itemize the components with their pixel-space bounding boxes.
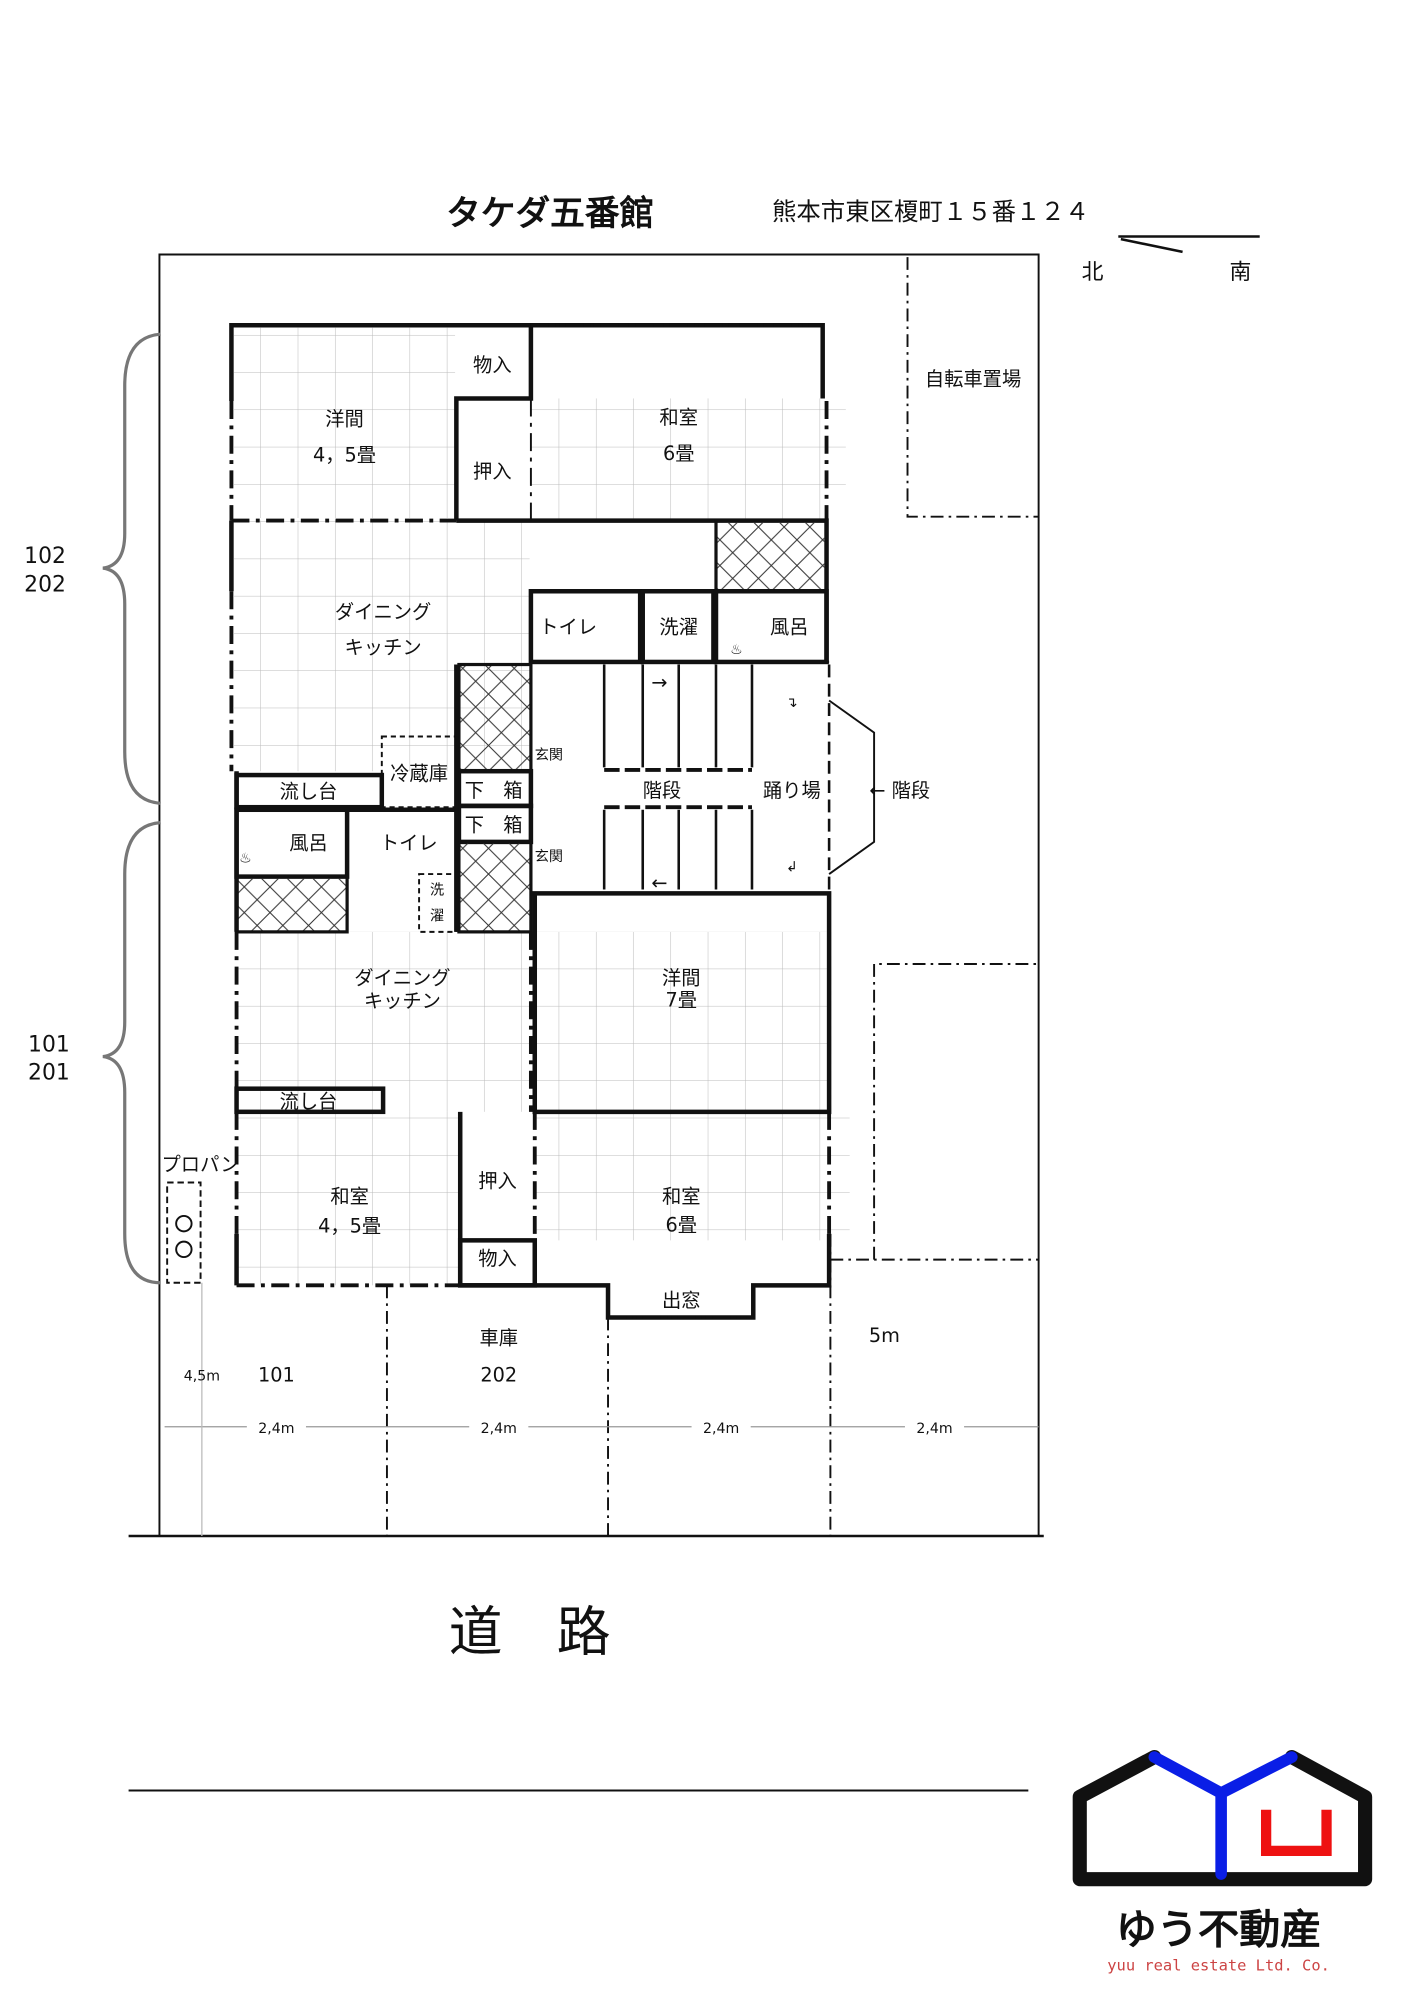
room-monoire-top: 物入 [473, 353, 512, 376]
unit-lower-1: 101 [28, 1032, 70, 1057]
room-dk-bottom-1: ダイニング [354, 967, 450, 990]
depth-right: 5m [869, 1324, 900, 1347]
compass-south: 南 [1229, 260, 1251, 285]
bike-parking-area [906, 257, 1039, 518]
propane-tank-icon [175, 1214, 193, 1233]
width-4: 2,4m [916, 1421, 952, 1437]
stairs-label: 階段 [643, 779, 682, 802]
room-washitsu-6-bottom-size: 6畳 [666, 1213, 698, 1236]
fridge: 冷蔵庫 [390, 762, 448, 785]
shoebox-2: 下 箱 [465, 814, 523, 837]
unit-lower-2: 201 [28, 1061, 70, 1086]
room-genkan-top: 玄関 [535, 747, 563, 764]
width-labels: 2,4m 2,4m 2,4m 2,4m [246, 1413, 965, 1437]
room-monoire-bottom: 物入 [478, 1247, 517, 1270]
compass-north: 北 [1082, 260, 1104, 285]
stair-return-icon: ↲ [786, 859, 798, 875]
room-dk-top-1: ダイニング [335, 600, 431, 623]
unit-upper-2: 202 [24, 572, 66, 597]
hatched-area-bottom [234, 875, 349, 934]
sink-top: 流し台 [280, 780, 338, 803]
site-boundary [158, 253, 1040, 1536]
room-laundry-bottom-1: 洗 [430, 883, 444, 899]
room-bath-bottom: 風呂 [289, 832, 328, 855]
stair-arrow-right-icon: → [651, 671, 667, 694]
hatched-area [714, 518, 829, 593]
outside-stairs [828, 699, 876, 875]
room-washitsu-45-name: 和室 [330, 1185, 369, 1208]
depth-left: 4,5m [184, 1368, 220, 1384]
room-washitsu-6-bottom-name: 和室 [662, 1185, 701, 1208]
garage-label: 車庫 [480, 1326, 519, 1349]
company-logo: ゆう不動産 yuu real estate Ltd. Co. [1072, 1750, 1373, 1974]
logo-name: ゆう不動産 [1116, 1905, 1322, 1953]
parking-101: 101 [258, 1364, 295, 1387]
room-dk-bottom-2: キッチン [364, 990, 441, 1013]
genkan-top-floor [457, 662, 533, 773]
stair-arrow-left-icon: ← [651, 871, 667, 894]
room-youma-45-size: 4，5畳 [313, 443, 376, 466]
north-arrow-icon [1118, 235, 1260, 254]
width-3: 2,4m [703, 1421, 739, 1437]
room-washitsu-45-size: 4，5畳 [318, 1215, 381, 1238]
shoebox-1: 下 箱 [465, 779, 523, 802]
genkan-bottom-floor [457, 840, 533, 934]
sink-bottom: 流し台 [280, 1090, 338, 1113]
room-washitsu-6-top-name: 和室 [659, 406, 698, 429]
bike-parking-label: 自転車置場 [925, 368, 1021, 391]
width-1: 2,4m [258, 1421, 294, 1437]
parking-202: 202 [480, 1364, 517, 1387]
room-washitsu-6-top-size: 6畳 [663, 442, 695, 465]
building-name: タケダ五番館 [446, 193, 654, 234]
bay-window: 出窓 [662, 1289, 701, 1312]
bath-icon-bottom: ♨ [239, 850, 252, 866]
room-youma-45-name: 洋間 [325, 407, 364, 430]
room-laundry-top: 洗濯 [659, 616, 698, 639]
address: 熊本市東区榎町１５番１２４ [772, 197, 1089, 226]
landing-label: 踊り場 [763, 779, 821, 802]
unit-upper-1: 102 [24, 544, 66, 569]
room-laundry-bottom-2: 濯 [430, 908, 444, 924]
room-youma-7-name: 洋間 [662, 967, 701, 990]
room-oshiire-top: 押入 [473, 460, 512, 483]
brace-lower [102, 821, 161, 1285]
stair-turn-icon: ↴ [786, 695, 798, 711]
logo-english: yuu real estate Ltd. Co. [1107, 1956, 1330, 1974]
room-genkan-bottom: 玄関 [535, 848, 563, 865]
propane-label: プロパン [162, 1153, 240, 1176]
outside-stairs-label: ← 階段 [869, 779, 930, 802]
room-dk-top-2: キッチン [345, 636, 422, 659]
propane-tank-icon [175, 1240, 193, 1259]
road-label: 道 路 [449, 1600, 611, 1663]
room-oshiire-bottom: 押入 [478, 1170, 517, 1193]
width-2: 2,4m [481, 1421, 517, 1437]
brace-upper [102, 332, 161, 805]
stair-steps [530, 660, 831, 895]
room-bath-top: 風呂 [770, 616, 809, 639]
room-toilet-top: トイレ [539, 616, 597, 639]
bath-icon: ♨ [730, 642, 743, 658]
room-toilet-bottom: トイレ [380, 832, 438, 855]
room-youma-7-size: 7畳 [666, 988, 698, 1011]
